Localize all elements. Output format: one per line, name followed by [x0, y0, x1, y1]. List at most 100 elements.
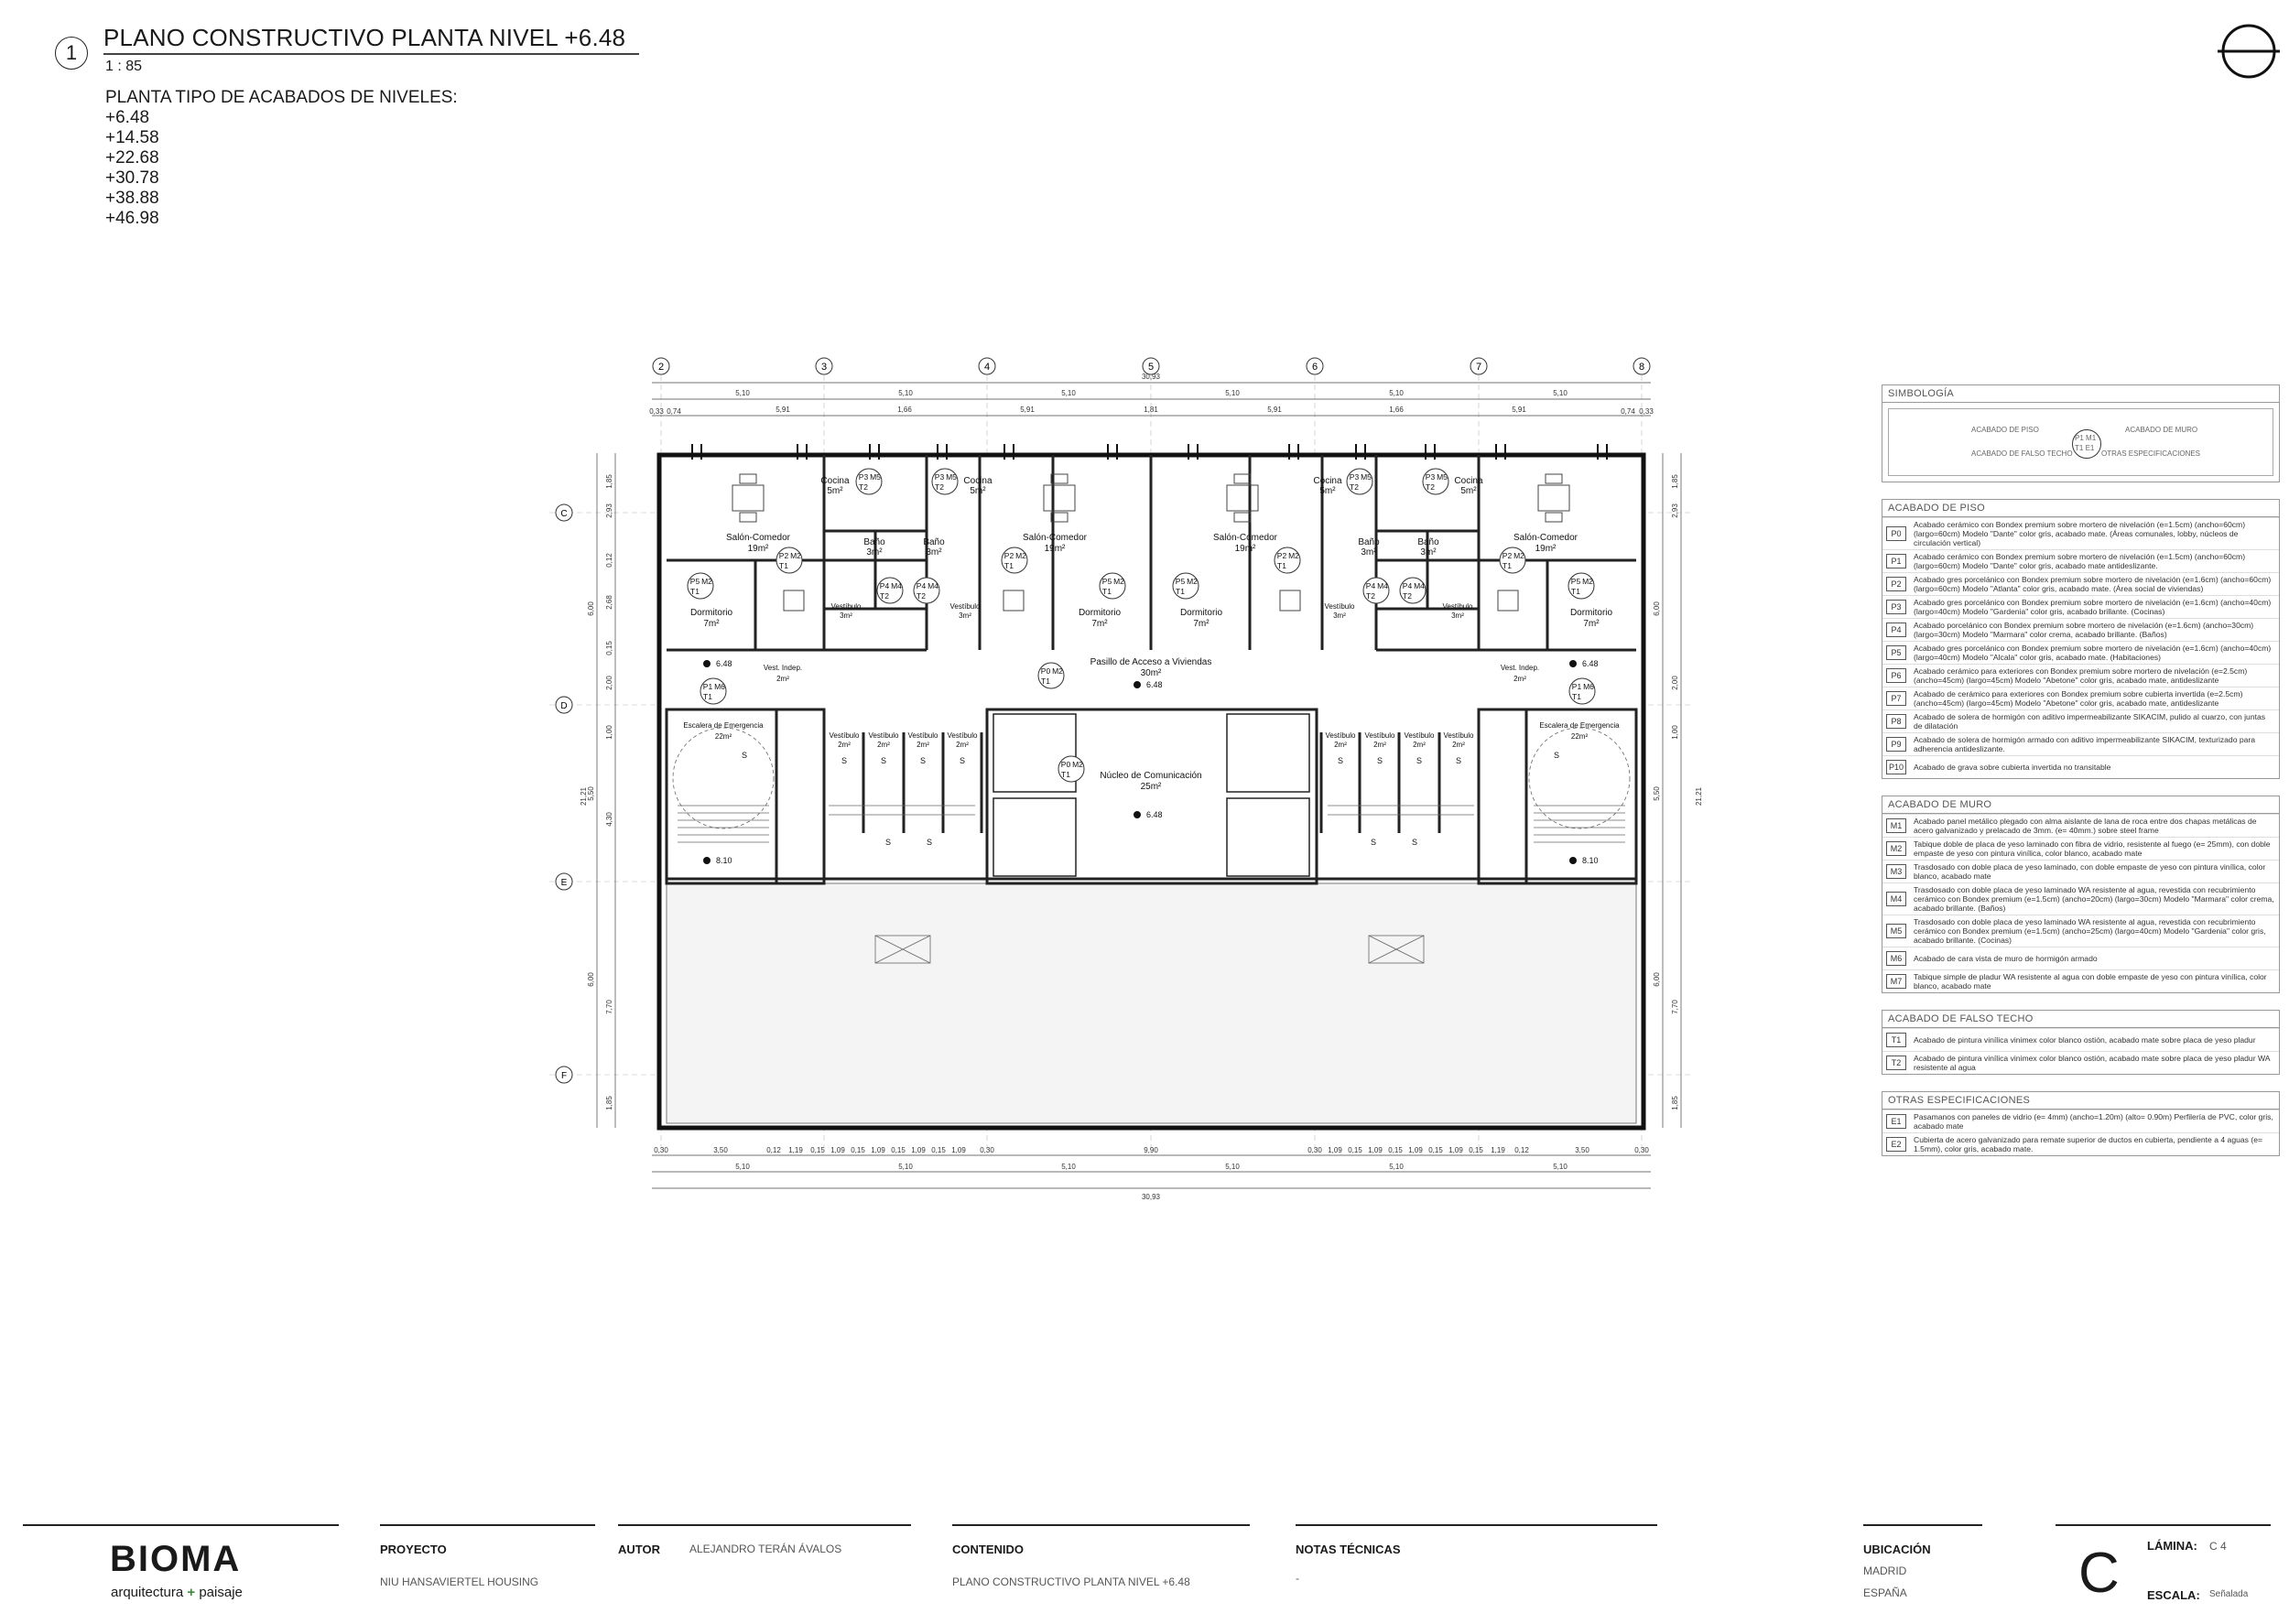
svg-text:M2: M2	[701, 577, 712, 586]
svg-text:T2: T2	[859, 482, 868, 492]
legend-code: P1	[1886, 554, 1906, 568]
notas-value: -	[1296, 1572, 1299, 1585]
legend-text: Acabado de cerámico para exteriores con …	[1914, 689, 2243, 708]
subdim: 0,33	[1639, 407, 1654, 416]
legend-code: P9	[1886, 737, 1906, 752]
room-area: 3m²	[926, 547, 942, 558]
left-dim: 2,68	[605, 595, 613, 610]
right-dim: 2,00	[1671, 676, 1679, 690]
svg-text:6.48: 6.48	[1146, 810, 1163, 819]
svg-text:5,10: 5,10	[1389, 1163, 1404, 1171]
grid-axis-top: 2 3 4 5 6 7 8	[652, 357, 1651, 375]
svg-text:S: S	[1338, 756, 1343, 765]
svg-text:0,12: 0,12	[766, 1146, 781, 1154]
right-dim: 1,85	[1671, 1096, 1679, 1110]
subdim: 1,81	[1144, 406, 1158, 414]
room-area: 5m²	[970, 486, 986, 496]
room-area: 2m²	[776, 675, 789, 683]
finishes-legend: SIMBOLOGÍA ACABADO DE PISO ACABADO DE MU…	[1882, 384, 2280, 1173]
svg-text:9,90: 9,90	[1144, 1146, 1158, 1154]
svg-text:T1: T1	[1041, 677, 1050, 686]
room-name: Baño	[1358, 537, 1380, 547]
svg-text:M2: M2	[1052, 666, 1063, 676]
room-name: Cocina	[963, 476, 993, 486]
svg-text:T1: T1	[690, 587, 700, 596]
legend-section-title: ACABADO DE MURO	[1882, 796, 2279, 814]
room-area: 2m²	[1373, 741, 1386, 749]
room-name: Salón-Comedor	[1513, 533, 1578, 543]
legend-section-title: OTRAS ESPECIFICACIONES	[1882, 1092, 2279, 1110]
left-dim: 0,12	[605, 553, 613, 568]
row-dim: 6,00	[1653, 972, 1661, 987]
legend-text: Acabado de pintura vinílica vinimex colo…	[1914, 1035, 2256, 1045]
left-dim: 7,70	[605, 1000, 613, 1014]
right-dim: 1,00	[1671, 725, 1679, 740]
svg-text:0,12: 0,12	[1514, 1146, 1529, 1154]
proyecto-value: NIU HANSAVIERTEL HOUSING	[380, 1575, 539, 1588]
room-area: 19m²	[1535, 544, 1557, 554]
room-area: 2m²	[956, 741, 969, 749]
svg-text:M2: M2	[1288, 551, 1299, 560]
room-name: Vestíbulo	[1405, 731, 1435, 740]
symbology-codes: P1 M1 T1 E1	[2075, 434, 2097, 452]
svg-text:S: S	[1412, 838, 1417, 847]
room-name: Vestíbulo	[1326, 731, 1356, 740]
room-area: 2m²	[877, 741, 890, 749]
subdim: 5,91	[1267, 406, 1282, 414]
north-arrow-icon	[2216, 18, 2282, 84]
legend-text: Acabado gres porcelánico con Bondex prem…	[1914, 575, 2272, 593]
level-marks: 6.48 6.48 6.48 6.48 8.10 8.10	[703, 659, 1599, 865]
room-name: Vestíbulo	[831, 602, 862, 611]
left-dim: 2,00	[605, 676, 613, 690]
svg-text:S: S	[1416, 756, 1422, 765]
left-dim: 1,85	[605, 1096, 613, 1110]
svg-text:M2: M2	[1015, 551, 1026, 560]
right-dim: 7,70	[1671, 1000, 1679, 1014]
room-name: Cocina	[820, 476, 850, 486]
legend-code: T2	[1886, 1056, 1906, 1070]
room-area: 2m²	[1334, 741, 1347, 749]
room-area: 3m²	[866, 547, 883, 558]
title-underline	[103, 53, 639, 55]
legend-text: Trasdosado con doble placa de yeso lamin…	[1914, 917, 2266, 945]
room-name: Vestíbulo	[1443, 602, 1473, 611]
row-dim: 6,00	[1653, 601, 1661, 616]
room-name: Baño	[863, 537, 885, 547]
room-area: 3m²	[959, 612, 971, 620]
svg-text:0,30: 0,30	[654, 1146, 668, 1154]
legend-text: Acabado de pintura vinílica vinimex colo…	[1914, 1054, 2271, 1072]
title-block: 1 PLANO CONSTRUCTIVO PLANTA NIVEL +6.48 …	[50, 20, 966, 231]
furniture	[732, 473, 1570, 612]
svg-text:T1: T1	[1572, 692, 1581, 701]
svg-text:S: S	[1377, 756, 1383, 765]
svg-text:8.10: 8.10	[716, 856, 732, 865]
lamina-label: LÁMINA:	[2147, 1539, 2197, 1553]
drawing-scale: 1 : 85	[105, 59, 143, 74]
sheet-letter: C	[2078, 1542, 2120, 1605]
svg-text:T2: T2	[880, 591, 889, 601]
room-name: Baño	[923, 537, 945, 547]
legend-code: M5	[1886, 924, 1906, 938]
legend-code: P5	[1886, 645, 1906, 660]
stair-treads	[672, 727, 1631, 964]
legend-code: P2	[1886, 577, 1906, 591]
grid-label: 5	[1148, 362, 1154, 373]
svg-text:T1: T1	[1571, 587, 1580, 596]
pais-value: ESPAÑA	[1863, 1586, 1907, 1599]
symbology-floor-label: ACABADO DE PISO	[1971, 426, 2039, 434]
legend-code: P4	[1886, 623, 1906, 637]
left-dim: 4,30	[605, 812, 613, 827]
subdim: 1,66	[1389, 406, 1404, 414]
svg-text:T1: T1	[1176, 587, 1185, 596]
row-dim: 5,50	[587, 786, 595, 801]
